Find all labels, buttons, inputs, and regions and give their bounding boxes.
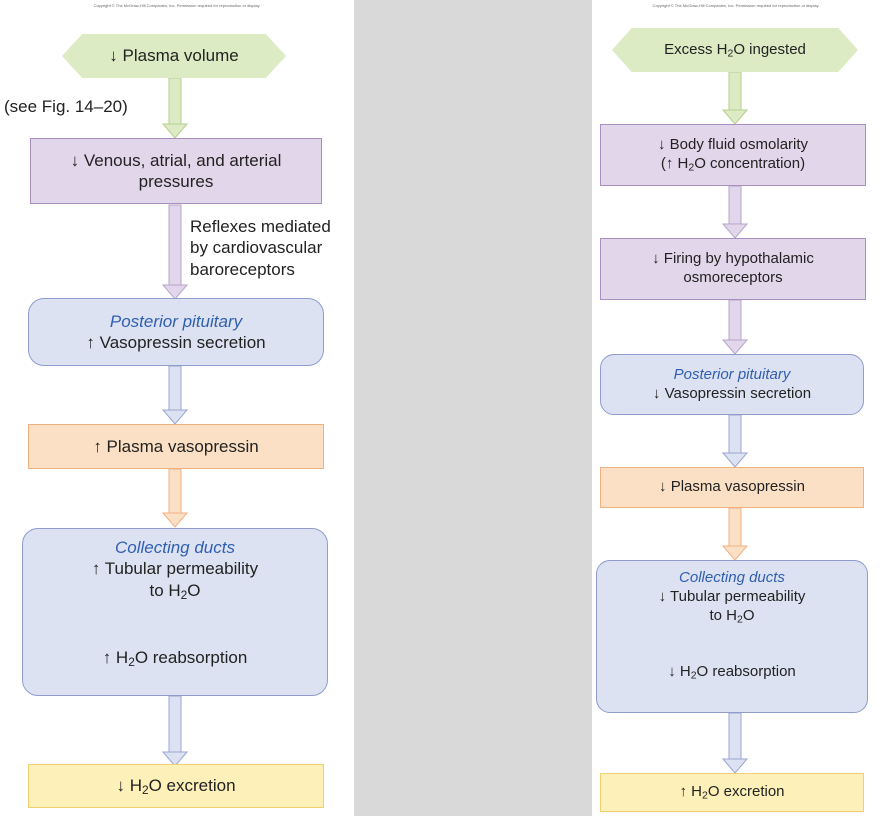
posterior-pituitary-box: Posterior pituitary ↑ Vasopressin secret… [28, 298, 324, 366]
baroreceptor-reflex-note: Reflexes mediated by cardiovascular baro… [190, 217, 331, 279]
arrow-pituitary-to-plasma-vasopressin [721, 414, 749, 468]
collecting-ducts-title: Collecting ducts [114, 538, 235, 557]
arrow-ducts-to-excretion [721, 712, 749, 774]
arrow-plasma-vasopressin-to-ducts [721, 507, 749, 561]
copyright-notice: Copyright © The McGraw-Hill Companies, I… [93, 3, 261, 8]
posterior-pituitary-box: Posterior pituitary ↓ Vasopressin secret… [600, 354, 864, 415]
water-reabsorption-text: ↓ H2O reabsorption [668, 663, 796, 682]
arrow-plasma-vasopressin-to-ducts [161, 468, 189, 528]
arrow-pressures-to-pituitary [161, 204, 189, 300]
right-flowchart-panel: Copyright © The McGraw-Hill Companies, I… [592, 0, 880, 816]
tubular-permeability-text: ↑ Tubular permeability [91, 559, 259, 579]
right-arrows [721, 71, 749, 774]
excess-water-hexagon: Excess H2O ingested [612, 28, 858, 72]
collecting-ducts-box: Collecting ducts ↑ Tubular permeability … [22, 528, 328, 696]
posterior-pituitary-title: Posterior pituitary [673, 365, 791, 383]
plasma-volume-hexagon: ↓ Plasma volume [62, 34, 286, 78]
water-excretion-box: ↑ H2O excretion [600, 773, 864, 812]
see-figure-note: (see Fig. 14–20) [4, 97, 128, 116]
plasma-vasopressin-box: ↑ Plasma vasopressin [28, 424, 324, 469]
to-water-text: to H2O [709, 606, 755, 626]
tubular-permeability-text: ↓ Tubular permeability [658, 587, 806, 605]
copyright-notice: Copyright © The McGraw-Hill Companies, I… [652, 3, 820, 8]
collecting-ducts-box: Collecting ducts ↓ Tubular permeability … [596, 560, 868, 713]
pressures-box: ↓ Venous, atrial, and arterial pressures [30, 138, 322, 204]
left-flowchart-panel: Copyright © The McGraw-Hill Companies, I… [0, 0, 354, 816]
arrow-ducts-to-excretion [161, 695, 189, 767]
osmolarity-box: ↓ Body fluid osmolarity (↑ H2O concentra… [600, 124, 866, 186]
arrow-ingested-to-osmolarity [721, 71, 749, 125]
collecting-ducts-title: Collecting ducts [679, 569, 785, 586]
water-excretion-box: ↓ H2O excretion [28, 764, 324, 808]
left-arrows [161, 77, 189, 767]
water-reabsorption-text: ↑ H2O reabsorption [102, 647, 248, 669]
arrow-firing-to-pituitary [721, 299, 749, 355]
vasopressin-secretion-text: ↑ Vasopressin secretion [86, 333, 266, 352]
posterior-pituitary-title: Posterior pituitary [109, 311, 243, 331]
to-water-text: to H2O [149, 580, 201, 602]
arrow-pituitary-to-plasma-vasopressin [161, 365, 189, 425]
plasma-vasopressin-box: ↓ Plasma vasopressin [600, 467, 864, 508]
vasopressin-secretion-text: ↓ Vasopressin secretion [652, 384, 812, 402]
osmoreceptor-firing-box: ↓ Firing by hypothalamic osmoreceptors [600, 238, 866, 300]
arrow-osmolarity-to-firing [721, 185, 749, 239]
arrow-plasma-to-pressures [161, 77, 189, 139]
